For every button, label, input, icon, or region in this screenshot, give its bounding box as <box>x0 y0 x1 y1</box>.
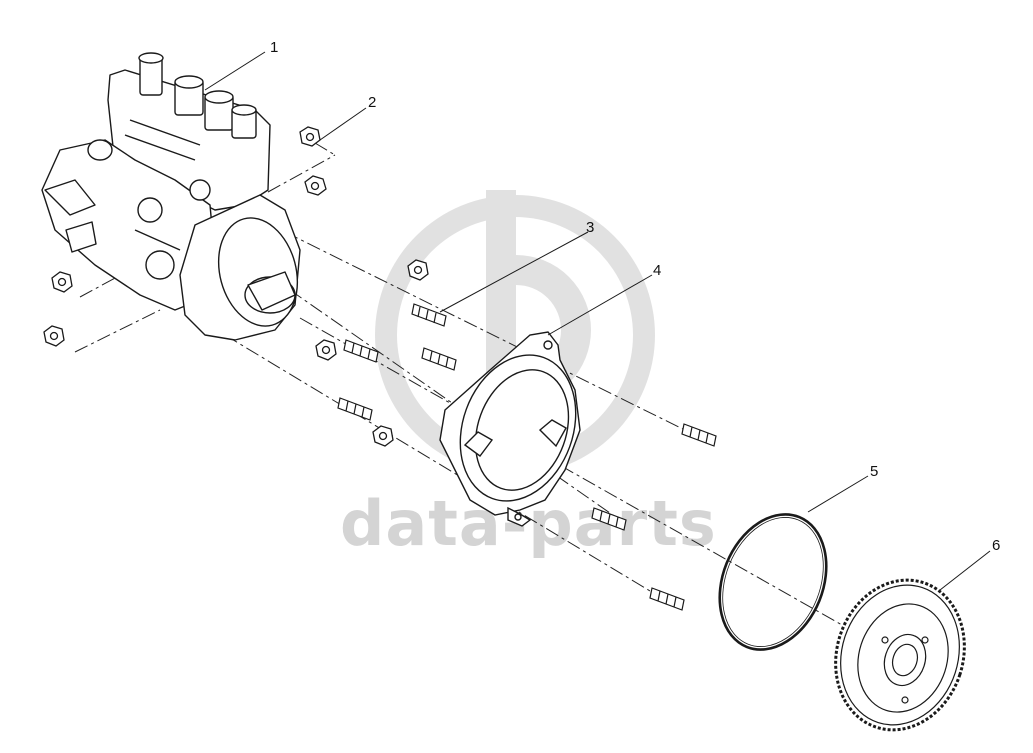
callout-leaders <box>204 51 991 591</box>
hex-nut <box>407 259 429 281</box>
stud <box>343 339 379 363</box>
callout-1: 1 <box>270 39 278 56</box>
stud <box>337 397 373 421</box>
adapter-housing <box>439 331 581 527</box>
callout-6: 6 <box>992 537 1000 554</box>
injection-pump <box>41 52 301 341</box>
callout-5: 5 <box>870 463 878 480</box>
callout-3: 3 <box>586 219 594 236</box>
callout-4: 4 <box>653 262 661 279</box>
nut-set <box>43 126 429 447</box>
stud <box>649 587 685 611</box>
o-ring <box>718 513 828 651</box>
stud <box>411 303 447 327</box>
hex-nut <box>43 325 65 347</box>
stud <box>681 423 717 447</box>
hex-nut <box>51 271 73 293</box>
callout-labels: 1 2 3 4 5 6 <box>270 39 1000 554</box>
drive-gear <box>834 578 966 732</box>
stud-set <box>337 303 717 611</box>
hex-nut <box>315 339 337 361</box>
stud <box>421 347 457 371</box>
stud <box>591 507 627 531</box>
hex-nut <box>299 126 321 147</box>
hex-nut <box>304 175 327 196</box>
callout-2: 2 <box>368 94 376 111</box>
hex-nut <box>372 425 394 447</box>
